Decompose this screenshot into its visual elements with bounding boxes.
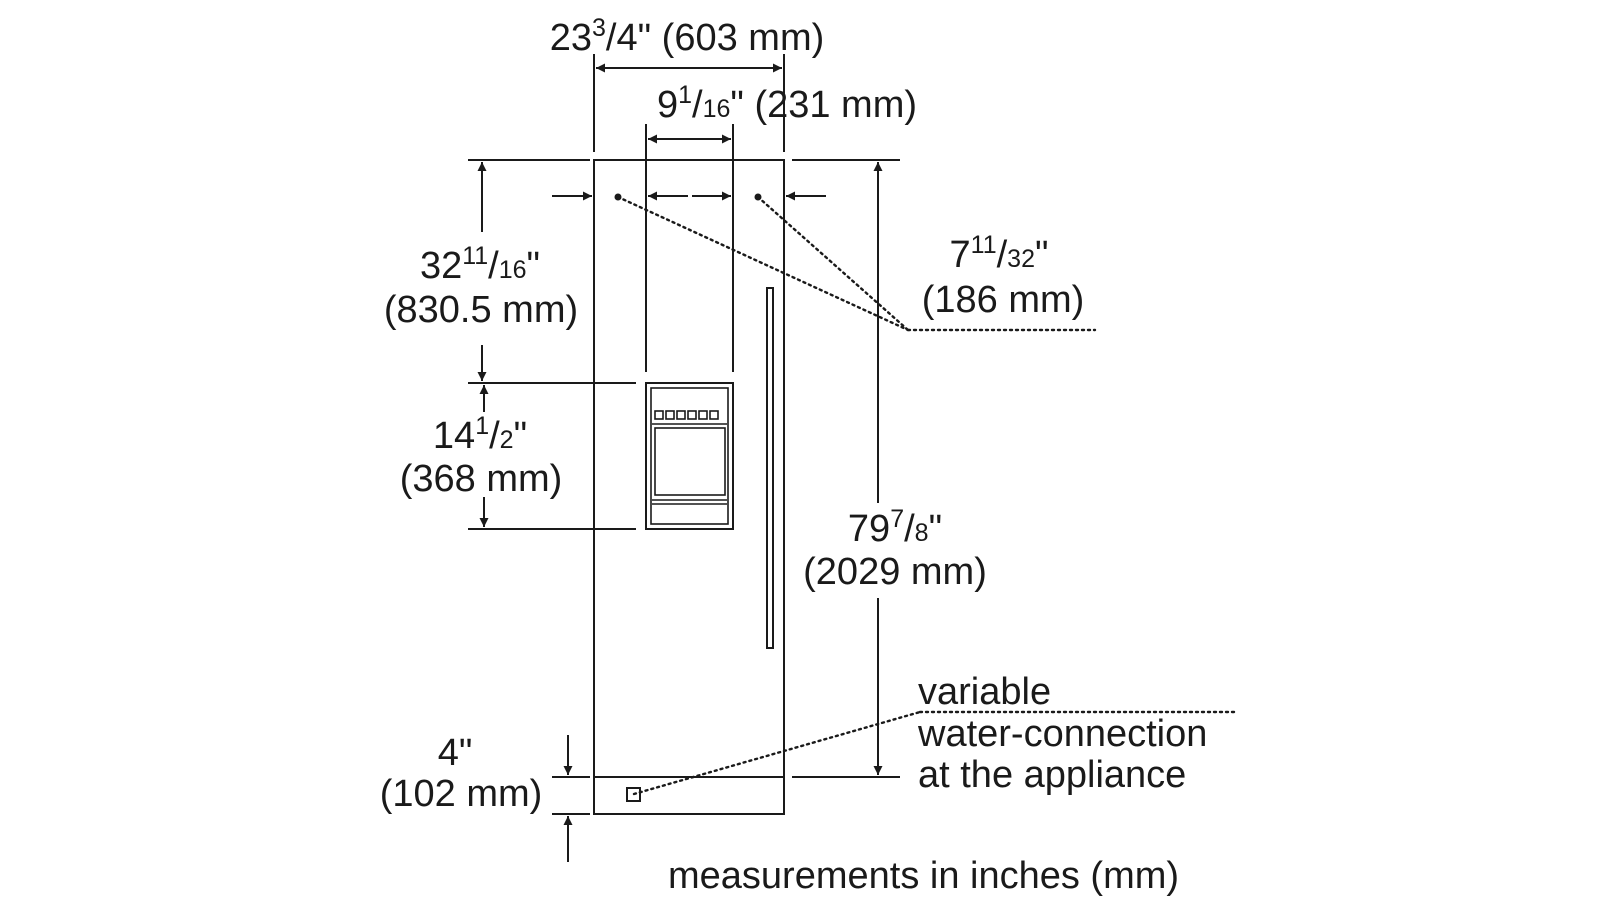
door-handle [766, 287, 774, 649]
dispenser-buttons [654, 410, 719, 420]
overall-height-dimension: 797/8" (2029 mm) [792, 159, 987, 778]
water-connection-line-2: water-connection [917, 713, 1207, 755]
dispenser-height-imperial-label: 141/2" [433, 412, 527, 457]
base-height-metric-label: (102 mm) [380, 773, 543, 815]
appliance-body [593, 159, 785, 815]
appliance-outline [593, 159, 785, 815]
dispenser-height-dimension: 141/2" (368 mm) [400, 385, 636, 530]
dispenser [645, 382, 734, 530]
side-offset-metric-label: (186 mm) [922, 279, 1085, 321]
dispenser-height-metric-label: (368 mm) [400, 458, 563, 500]
base-height-imperial-label: 4" [438, 732, 473, 774]
dispenser-width-dimension: 91/16" (231 mm) [645, 81, 917, 372]
water-connection-callout: variable water-connection at the applian… [632, 671, 1237, 796]
side-offset-dimension: 711/32" (186 mm) [552, 191, 1097, 332]
dispenser-frame [645, 382, 734, 530]
overall-width-label: 233/4" (603 mm) [550, 14, 825, 59]
top-to-dispenser-dimension: 3211/16" (830.5 mm) [384, 159, 636, 384]
water-connection-line-1: variable [918, 671, 1051, 713]
dispenser-width-label: 91/16" (231 mm) [657, 81, 917, 126]
side-offset-imperial-label: 711/32" [950, 231, 1049, 276]
water-connection-line-3: at the appliance [918, 754, 1186, 796]
dispenser-cavity [654, 427, 726, 496]
water-connection-marker [626, 787, 641, 802]
top-to-dispenser-imperial-label: 3211/16" [420, 242, 540, 287]
top-to-dispenser-metric-label: (830.5 mm) [384, 289, 578, 331]
overall-height-metric-label: (2029 mm) [803, 551, 987, 593]
measurement-units-note: measurements in inches (mm) [668, 855, 1179, 897]
overall-width-dimension: 233/4" (603 mm) [550, 14, 825, 152]
dispenser-inner-frame [650, 387, 729, 525]
overall-height-imperial-label: 797/8" [848, 505, 942, 550]
base-height-dimension: 4" (102 mm) [380, 732, 590, 862]
